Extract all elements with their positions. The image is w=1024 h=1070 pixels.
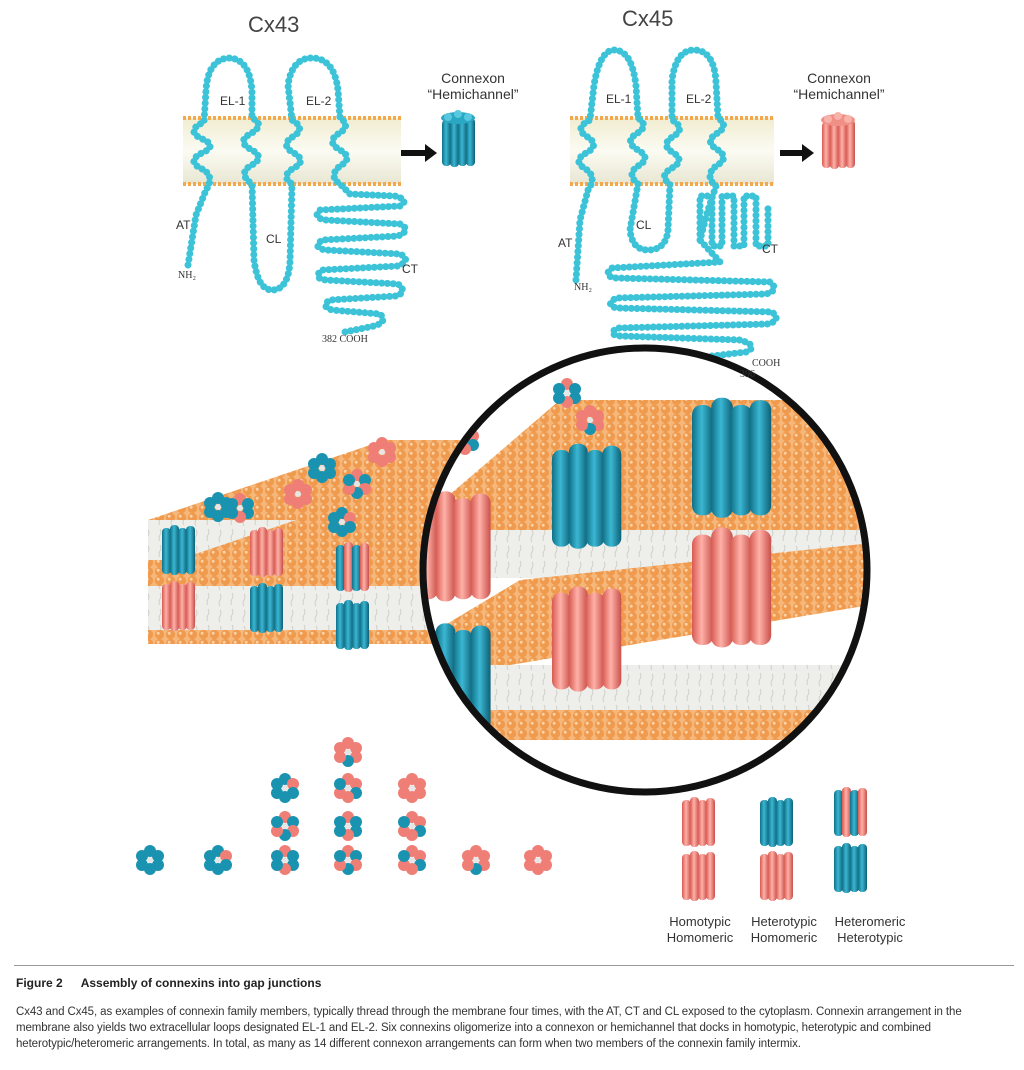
cx43-at-label: AT xyxy=(176,218,191,232)
cx45-protein-chain xyxy=(572,46,780,360)
cx45-topology xyxy=(570,46,780,360)
arrangement-label-2-line2: Homomeric xyxy=(750,930,818,945)
arrangement-homotypic-homomeric xyxy=(682,797,715,901)
cx45-hemichannel-line2: “Hemichannel” xyxy=(793,86,885,102)
caption-heading: Figure 2 Assembly of connexins into gap j… xyxy=(16,976,321,990)
cx43-el1-label: EL-1 xyxy=(220,94,246,108)
cx43-hemichannel-label: Connexon “Hemichannel” xyxy=(412,70,534,102)
cx45-arrow xyxy=(780,144,814,162)
cx45-el1-label: EL-1 xyxy=(606,92,632,106)
cx45-ct-folds xyxy=(696,192,772,250)
cx45-hemichannel xyxy=(821,112,855,169)
cx45-el2-label: EL-2 xyxy=(686,92,712,106)
arrangement-label-1-line1: Homotypic xyxy=(669,914,731,929)
cx43-nh2-label: NH₂ xyxy=(178,270,196,281)
arrangement-label-2-line1: Heterotypic xyxy=(751,914,817,929)
cx43-hemichannel-line1: Connexon xyxy=(441,70,505,86)
cx43-title: Cx43 xyxy=(248,12,300,37)
cx43-cl-label: CL xyxy=(266,232,282,246)
cx43-cooh-label: 382 COOH xyxy=(322,334,368,345)
cx45-at-label: AT xyxy=(558,236,573,250)
cx45-ct-label: CT xyxy=(762,242,778,256)
cx45-title: Cx45 xyxy=(622,6,674,31)
arrangement-label-3-line1: Heteromeric xyxy=(834,914,906,929)
cx43-arrow xyxy=(401,144,437,162)
magnified-view xyxy=(419,344,871,796)
arrangement-label-3-line2: Heterotypic xyxy=(837,930,903,945)
cx43-topology xyxy=(183,54,409,336)
cx45-nh2-label: NH₂ xyxy=(574,282,592,293)
arrangement-label-1-line2: Homomeric xyxy=(666,930,734,945)
cx43-protein-chain xyxy=(184,54,409,336)
arrangement-label-2: Heterotypic Homomeric xyxy=(744,914,824,946)
cx45-hemichannel-label: Connexon “Hemichannel” xyxy=(778,70,900,102)
cx45-cl-label: CL xyxy=(636,218,652,232)
cx45-cooh-label: COOH xyxy=(752,358,781,369)
caption-divider xyxy=(14,965,1014,966)
cx43-hemichannel xyxy=(441,110,475,167)
arrangement-heterotypic-homomeric xyxy=(760,797,793,901)
cx45-cooh-number: 396 xyxy=(740,369,755,380)
connexin-assembly-figure xyxy=(136,46,871,901)
arrangement-label-1: Homotypic Homomeric xyxy=(660,914,740,946)
figure-title: Assembly of connexins into gap junctions xyxy=(80,976,322,990)
arrangement-heteromeric-heterotypic xyxy=(834,787,867,893)
arrangement-label-3: Heteromeric Heterotypic xyxy=(828,914,912,946)
connexon-combinations xyxy=(136,737,552,875)
cx45-hemichannel-line1: Connexon xyxy=(807,70,871,86)
figure-caption-text: Cx43 and Cx45, as examples of connexin f… xyxy=(16,1006,962,1050)
cx43-ct-label: CT xyxy=(402,262,418,276)
cx43-hemichannel-line2: “Hemichannel” xyxy=(427,86,519,102)
cx43-el2-label: EL-2 xyxy=(306,94,332,108)
figure-number: Figure 2 xyxy=(16,976,63,990)
